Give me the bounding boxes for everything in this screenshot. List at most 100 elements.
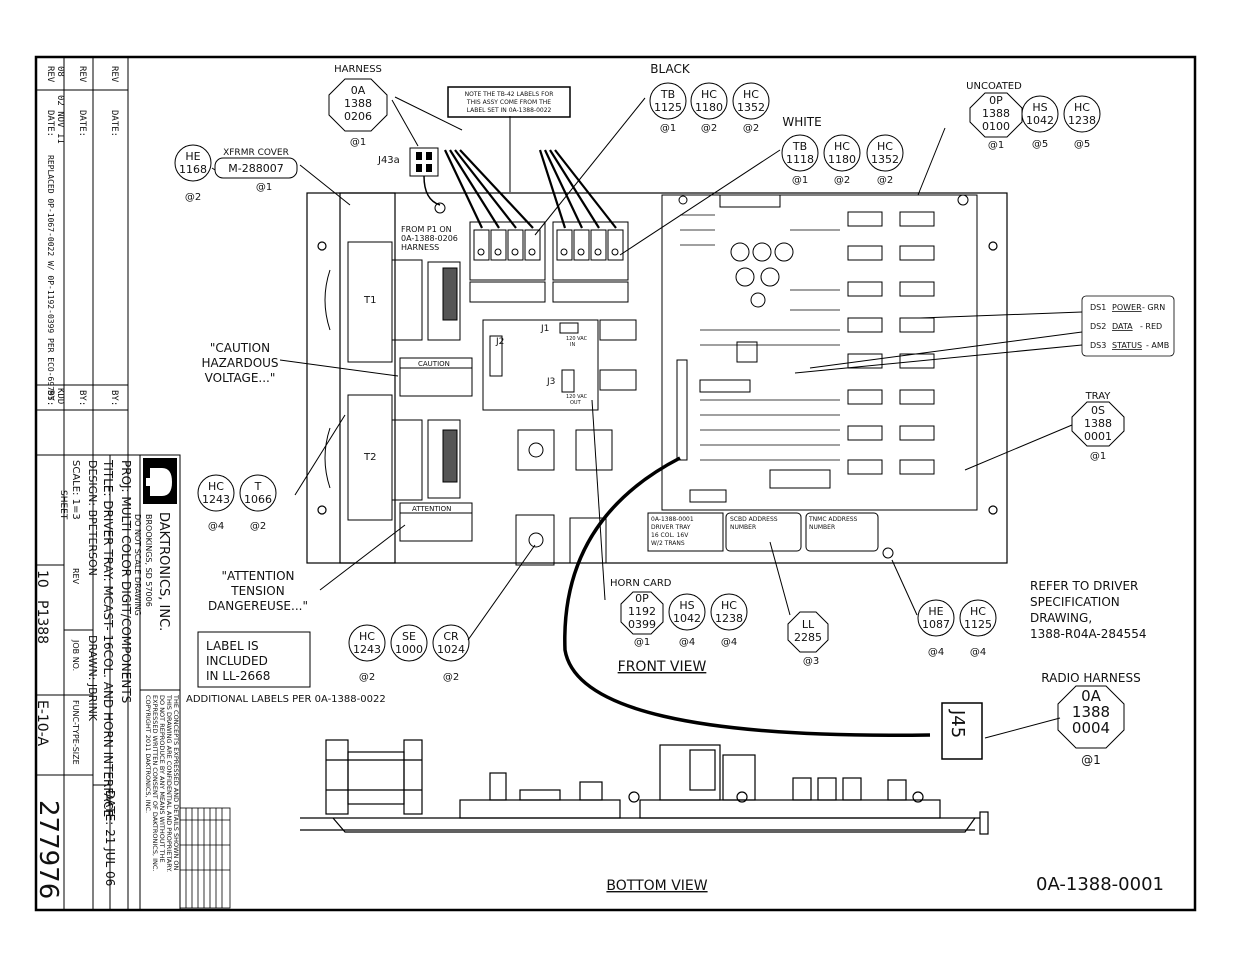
confidential-line-5: COPYRIGHT 2011 DAKTRONICS, INC. (144, 695, 152, 813)
harness-callout (328, 78, 388, 132)
leader-lines (211, 96, 1083, 739)
tnmc-label-line-1: TNMC ADDRESS (808, 516, 858, 523)
black-callouts (649, 82, 770, 120)
horn-part-2-qty: @4 (679, 637, 695, 648)
he1168-callout (174, 144, 212, 182)
white-part-1-qty: @1 (792, 175, 808, 186)
rev-description: REPLACED 0P-1067-0022 W/ 0P-1192-0399 PE… (46, 155, 55, 401)
harness-code-2: 1388 (344, 97, 372, 110)
title-block (35, 454, 181, 911)
driver-board-relays (847, 211, 935, 475)
ll2285-line-2: 2285 (794, 631, 822, 644)
radio-harness-title: RADIO HARNESS (1041, 671, 1140, 685)
hc1243b-qty: @2 (359, 672, 375, 683)
revision-block (36, 57, 180, 456)
hc1243-qty: @4 (208, 521, 224, 532)
refer-line-3: DRAWING, (1030, 611, 1092, 625)
j2-label: J2 (495, 337, 504, 347)
vac-in-line-2: IN (570, 342, 575, 348)
radio-harness-cable (563, 456, 931, 738)
tnmc-address-box (805, 512, 879, 552)
uncoated-part-1-type: 0P (989, 94, 1003, 107)
assembly-number: 0A-1388-0001 (1036, 874, 1164, 895)
caution-note-line-3: VOLTAGE..." (205, 371, 276, 385)
j43a-label: J43a (377, 155, 400, 166)
rev-header-1: REV (45, 66, 55, 83)
from-p1-line-1: FROM P1 ON (401, 225, 452, 234)
label-included-line-3: IN LL-2668 (206, 669, 270, 683)
black-part-1-type: TB (660, 88, 675, 101)
attention-tag-text: ATTENTION (412, 505, 451, 513)
drawing-scale: SCALE: 1=3 (70, 460, 81, 520)
company-name: DAKTRONICS, INC. (156, 512, 171, 631)
uncoated-part-2-qty: @5 (1032, 139, 1048, 150)
horn-callout-0p (620, 591, 664, 635)
harness-title: HARNESS (334, 64, 382, 75)
job-label: JOB NO. (71, 639, 80, 671)
horn-callout-hc (710, 593, 748, 631)
sheet-label: SHEET (58, 490, 68, 520)
t1066-type: T (254, 480, 262, 493)
transformer-t2 (324, 394, 461, 521)
black-part-3-qty: @2 (743, 123, 759, 134)
hc1243-callout (197, 474, 235, 512)
t1066-num: 1066 (244, 493, 272, 506)
j43a-connector (409, 147, 439, 177)
driver-label-line-1: 0A-1388-0001 (651, 516, 694, 523)
uncoated-part-2-num: 1042 (1026, 114, 1054, 127)
horn-part-1-qty: @1 (634, 637, 650, 648)
cr1024-num: 1024 (437, 643, 465, 656)
additional-labels-note: ADDITIONAL LABELS PER 0A-1388-0022 (186, 694, 386, 705)
tray-code-1: 0S (1091, 404, 1105, 417)
se1000-callout (390, 624, 428, 662)
refer-line-4: 1388-R04A-284554 (1030, 627, 1147, 641)
white-part-2-num: 1180 (828, 153, 856, 166)
ds1-name: POWER (1112, 303, 1142, 312)
white-part-3-type: HC (877, 140, 893, 153)
attention-tag (399, 502, 473, 542)
hc1125-num: 1125 (964, 618, 992, 631)
transformer-t1 (324, 241, 461, 363)
drawer: DRAWN: JBRINK (86, 635, 99, 722)
rev-date: 02 NOV 11 (55, 95, 65, 144)
ll2285-qty: @3 (803, 656, 819, 667)
he1087-num: 1087 (922, 618, 950, 631)
front-view-tray (306, 192, 1008, 564)
cr1024-callout (432, 624, 470, 662)
drawing-title: TITLE: DRIVER TRAY: MCAST- 16COL. AND HO… (101, 459, 115, 817)
attention-note-line-3: DANGEREUSE..." (208, 599, 308, 613)
confidential-line-1: THE CONCEPTS EXPRESSED AND DETAILS SHOWN… (172, 694, 180, 871)
he1087-callout (917, 599, 955, 637)
white-part-3-qty: @2 (877, 175, 893, 186)
ds3-id: DS3 (1090, 341, 1106, 350)
horn-callout-hs (668, 593, 706, 631)
scbd-label-line-1: SCBD ADDRESS (730, 516, 778, 523)
hc1125-type: HC (970, 605, 986, 618)
confidential-line-3: DO NOT REPRODUCE BY ANY MEANS WITHOUT TH… (158, 695, 166, 863)
tray-qty: @1 (1090, 451, 1106, 462)
ds3-color: - AMB (1146, 341, 1169, 350)
by-header-2: BY: (77, 390, 87, 406)
title-revision-grid (179, 807, 231, 909)
scbd-label-line-2: NUMBER (730, 524, 756, 531)
vac-in-line-1: 120 VAC (566, 336, 588, 342)
tb42-note-line-3: LABEL SET IN 0A-1388-0022 (467, 107, 552, 114)
hc1243b-type: HC (359, 630, 375, 643)
white-title: WHITE (782, 115, 821, 129)
attention-note-line-2: TENSION (230, 584, 284, 598)
cr1024-qty: @2 (443, 672, 459, 683)
xfrmr-cover-part: M-288007 (228, 162, 283, 175)
front-view-title: FRONT VIEW (618, 659, 707, 675)
from-p1-line-2: 0A-1388-0206 (401, 234, 458, 243)
he1168-line-1: HE (185, 150, 200, 163)
horn-part-1-rev: 0399 (628, 618, 656, 631)
black-part-1-num: 1125 (654, 101, 682, 114)
by-header-3: BY: (109, 390, 119, 406)
uncoated-part-2-type: HS (1032, 101, 1047, 114)
vac-out-line-1: 120 VAC (566, 394, 588, 400)
black-part-3-type: HC (743, 88, 759, 101)
black-part-2-qty: @2 (701, 123, 717, 134)
terminal-block-white (552, 221, 629, 303)
driver-label-line-4: W/2 TRANS (651, 540, 685, 547)
project-title: PROJ: MULTI COLOR DIGIT/COMPONENTS (119, 460, 133, 703)
